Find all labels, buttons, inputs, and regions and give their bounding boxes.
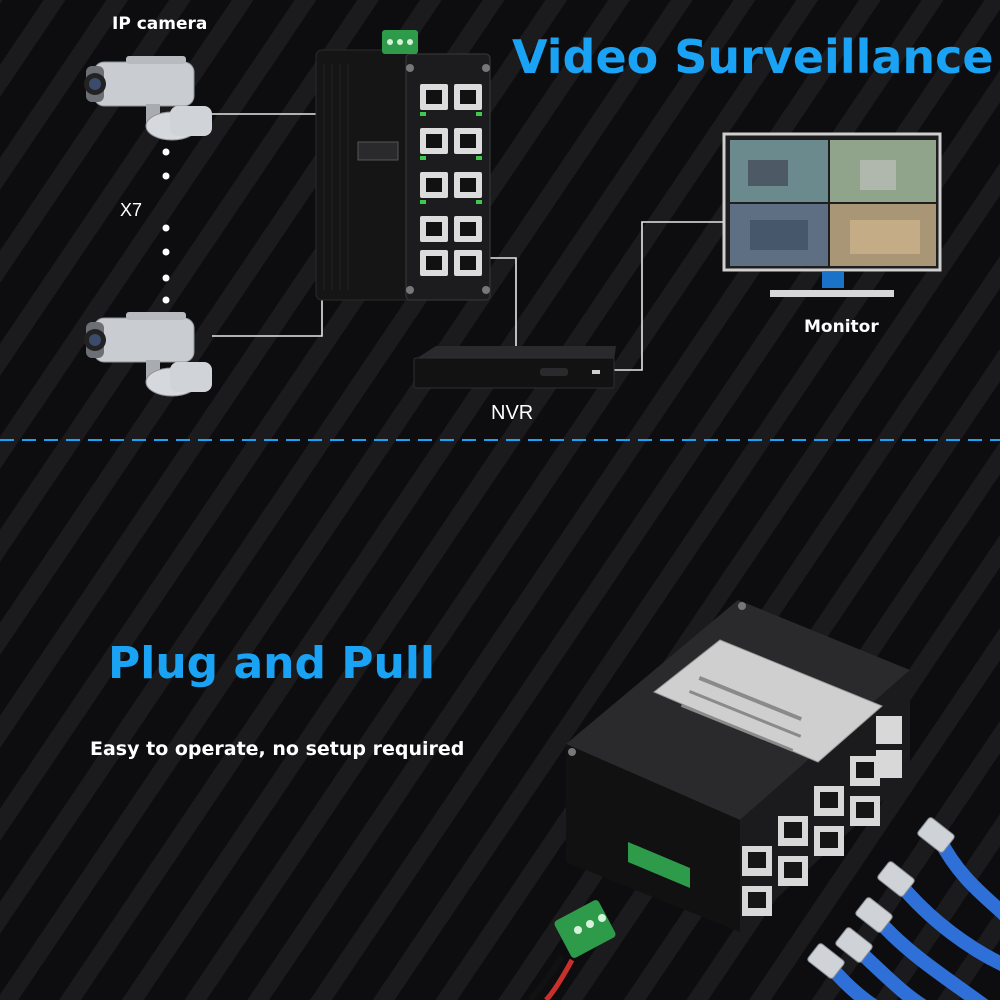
ip-camera-icon — [84, 312, 212, 397]
monitor-label: Monitor — [804, 317, 879, 337]
subtext: Easy to operate, no setup required — [90, 738, 465, 760]
ip-camera-label: IP camera — [112, 14, 208, 34]
surveillance-diagram — [0, 30, 1000, 441]
ip-camera-icon — [84, 56, 212, 141]
switch-icon — [315, 30, 491, 301]
plug-and-pull-headline: Plug and Pull — [108, 638, 436, 689]
nvr-icon — [413, 346, 616, 389]
multiplier-label: X7 — [120, 200, 143, 220]
monitor-icon — [722, 132, 942, 297]
camera-dots — [162, 148, 170, 304]
video-surveillance-headline: Video Surveillance — [512, 30, 994, 84]
nvr-label: NVR — [491, 402, 534, 424]
